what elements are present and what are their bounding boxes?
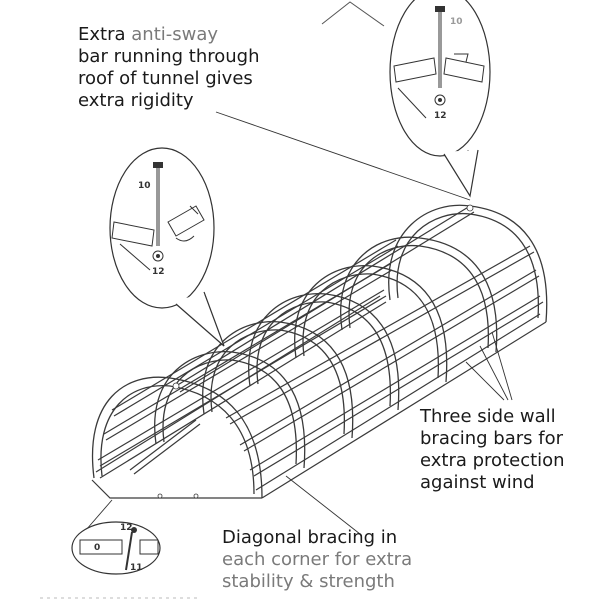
roof-peak-mark — [321, 1, 385, 27]
side-brace-2b — [243, 275, 540, 452]
anti-sway-line1-dark: Extra — [78, 24, 132, 45]
leader-anti-sway — [215, 111, 471, 201]
hoop-markers — [157, 204, 474, 499]
corner-pipe-part-number: 0 — [94, 543, 100, 553]
leader-diagonal — [285, 475, 361, 535]
base-rail-front — [91, 479, 262, 499]
side-brace-r1 — [97, 289, 385, 461]
side-wall-line3: extra protection — [420, 450, 565, 471]
side-brace-r3 — [111, 239, 397, 411]
diagonal-brace-front-b — [133, 423, 201, 475]
detail-bubble-top: 10 12 — [389, 0, 491, 198]
anti-sway-callout: Extra anti-sway bar running through roof… — [78, 24, 260, 112]
corner-bolt-part-number: 11 — [130, 563, 143, 573]
anti-sway-line1-gray: anti-sway — [131, 24, 219, 45]
diagonal-brace-front — [129, 419, 197, 471]
diagonal-line1: Diagonal bracing in — [222, 527, 398, 548]
side-brace-r1b — [99, 295, 387, 467]
side-brace-3 — [225, 245, 531, 419]
diagonal-callout: Diagonal bracing in each corner for extr… — [222, 527, 412, 593]
side-brace-1 — [249, 295, 541, 471]
anti-sway-line4: extra rigidity — [78, 90, 194, 111]
side-brace-3b — [229, 251, 535, 425]
side-wall-callout: Three side wall bracing bars for extra p… — [420, 406, 565, 494]
top-nut-part-number: 12 — [434, 111, 447, 121]
leader-side-wall-2 — [479, 345, 509, 401]
diagonal-line3: stability & strength — [222, 571, 395, 592]
leader-corner-detail — [85, 499, 113, 531]
anti-sway-line3: roof of tunnel gives — [78, 68, 253, 89]
side-wall-line4: against wind — [420, 472, 535, 493]
anti-sway-line2: bar running through — [78, 46, 260, 67]
corner-nut-part-number: 12 — [120, 523, 133, 533]
diagonal-line2: each corner for extra — [222, 549, 413, 570]
top-bolt-part-number: 10 — [450, 17, 463, 27]
detail-bubble-left: 10 12 — [109, 147, 225, 347]
side-wall-line2: bracing bars for — [420, 428, 564, 449]
ridge-bar — [175, 205, 471, 387]
base-rail-right — [99, 301, 387, 479]
hoops — [91, 204, 548, 499]
left-bolt-part-number: 10 — [138, 181, 151, 191]
base-rail-left — [261, 321, 547, 499]
detail-bubble-corner: 12 11 0 — [71, 521, 161, 575]
side-wall-line1: Three side wall — [420, 406, 556, 427]
left-nut-part-number: 12 — [152, 267, 165, 277]
leader-side-wall-3 — [465, 361, 505, 401]
leader-side-wall-1 — [491, 331, 513, 401]
side-brace-2 — [239, 269, 537, 446]
